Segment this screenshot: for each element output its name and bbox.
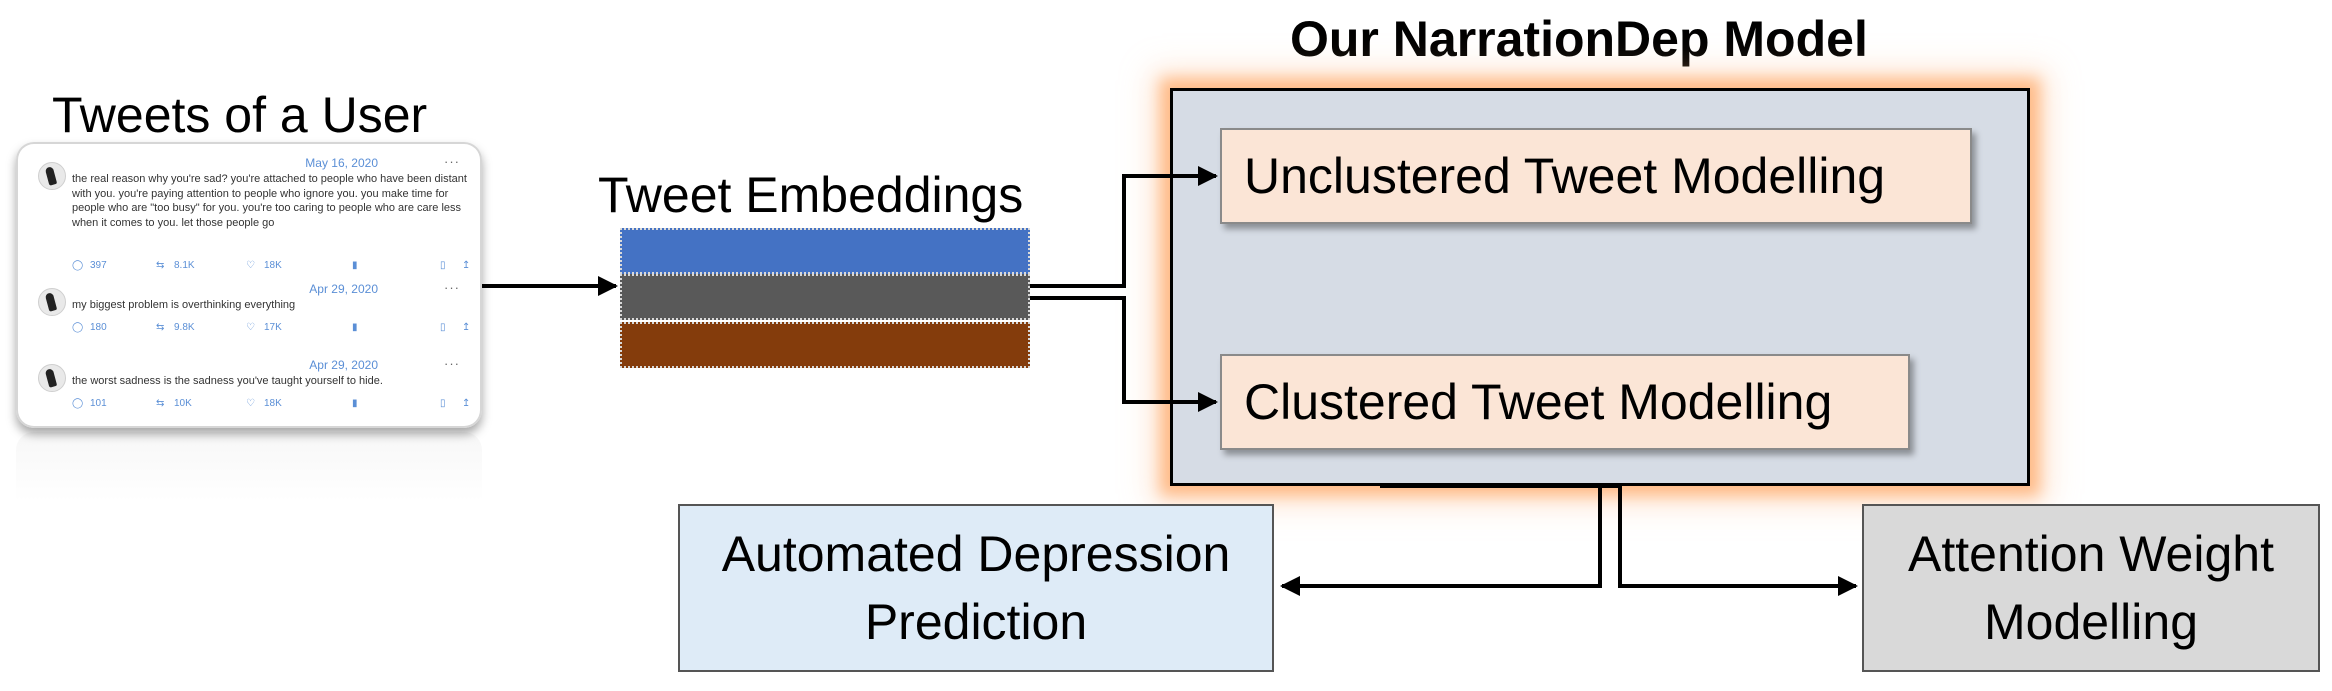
share-icon: ↥ bbox=[462, 260, 471, 271]
like-count: 17K bbox=[264, 322, 282, 333]
attention-weight-box: Attention Weight Modelling bbox=[1862, 504, 2320, 672]
like-icon: ♡ bbox=[246, 398, 255, 409]
tweets-title: Tweets of a User bbox=[52, 87, 428, 143]
retweet-icon: ⇆ bbox=[156, 398, 165, 409]
embeddings-title: Tweet Embeddings bbox=[598, 167, 1024, 223]
retweet-count: 8.1K bbox=[174, 260, 195, 271]
avatar bbox=[38, 288, 66, 316]
model-title: Our NarrationDep Model bbox=[1290, 11, 1868, 67]
share-icon: ↥ bbox=[462, 398, 471, 409]
reply-icon: ◯ bbox=[72, 322, 84, 333]
like-icon: ♡ bbox=[246, 260, 255, 271]
embedding-bar-gray bbox=[620, 274, 1030, 320]
reply-count: 397 bbox=[90, 260, 107, 271]
avatar bbox=[38, 162, 66, 190]
arrow-to-clustered bbox=[1030, 296, 1218, 412]
avatar bbox=[38, 364, 66, 392]
retweet-count: 9.8K bbox=[174, 322, 195, 333]
clustered-modelling-box: Clustered Tweet Modelling bbox=[1220, 354, 1910, 450]
clustered-label: Clustered Tweet Modelling bbox=[1244, 374, 1833, 430]
bookmark-icon: ▯ bbox=[440, 322, 446, 333]
tweet-text: the worst sadness is the sadness you've … bbox=[72, 375, 383, 387]
more-icon: ··· bbox=[444, 280, 460, 295]
tweet-text: the real reason why you're sad? you're a… bbox=[72, 173, 467, 229]
like-count: 18K bbox=[264, 398, 282, 409]
tweet-actions: 397 ◯ 8.1K ⇆ 18K ♡ ▮ ▯ ↥ bbox=[72, 260, 472, 274]
arrow-to-unclustered bbox=[1030, 166, 1218, 288]
attention-label-line2: Modelling bbox=[1983, 594, 2198, 650]
unclustered-label: Unclustered Tweet Modelling bbox=[1244, 148, 1886, 204]
depression-label-line1: Automated Depression bbox=[721, 526, 1231, 582]
like-icon: ♡ bbox=[246, 322, 255, 333]
tweet-actions: 101 ◯ 10K ⇆ 18K ♡ ▮ ▯ ↥ bbox=[72, 398, 472, 412]
attention-label-line1: Attention Weight bbox=[1908, 526, 2274, 582]
analytics-icon: ▮ bbox=[352, 322, 358, 333]
tweet-text: my biggest problem is overthinking every… bbox=[72, 299, 296, 311]
tweet-actions: 180 ◯ 9.8K ⇆ 17K ♡ ▮ ▯ ↥ bbox=[72, 322, 472, 336]
reply-count: 180 bbox=[90, 322, 107, 333]
reply-count: 101 bbox=[90, 398, 107, 409]
depression-label-line2: Prediction bbox=[864, 594, 1088, 650]
more-icon: ··· bbox=[444, 154, 460, 169]
tweet-date: Apr 29, 2020 bbox=[309, 358, 378, 372]
share-icon: ↥ bbox=[462, 322, 471, 333]
analytics-icon: ▮ bbox=[352, 260, 358, 271]
card-reflection bbox=[16, 432, 482, 502]
embedding-bar-orange bbox=[620, 322, 1030, 368]
tweet-date: Apr 29, 2020 bbox=[309, 282, 378, 296]
depression-prediction-box: Automated Depression Prediction bbox=[678, 504, 1274, 672]
tweet-date: May 16, 2020 bbox=[305, 156, 378, 170]
bookmark-icon: ▯ bbox=[440, 260, 446, 271]
tweets-card: May 16, 2020 ··· the real reason why you… bbox=[16, 142, 482, 428]
bookmark-icon: ▯ bbox=[440, 398, 446, 409]
retweet-count: 10K bbox=[174, 398, 192, 409]
unclustered-modelling-box: Unclustered Tweet Modelling bbox=[1220, 128, 1972, 224]
retweet-icon: ⇆ bbox=[156, 260, 165, 271]
reply-icon: ◯ bbox=[72, 260, 84, 271]
retweet-icon: ⇆ bbox=[156, 322, 165, 333]
arrow-to-attention-weight bbox=[1618, 486, 1858, 596]
embedding-bar-blue bbox=[620, 228, 1030, 274]
arrow-to-depression-prediction bbox=[1280, 486, 1602, 596]
reply-icon: ◯ bbox=[72, 398, 84, 409]
analytics-icon: ▮ bbox=[352, 398, 358, 409]
like-count: 18K bbox=[264, 260, 282, 271]
more-icon: ··· bbox=[444, 356, 460, 371]
